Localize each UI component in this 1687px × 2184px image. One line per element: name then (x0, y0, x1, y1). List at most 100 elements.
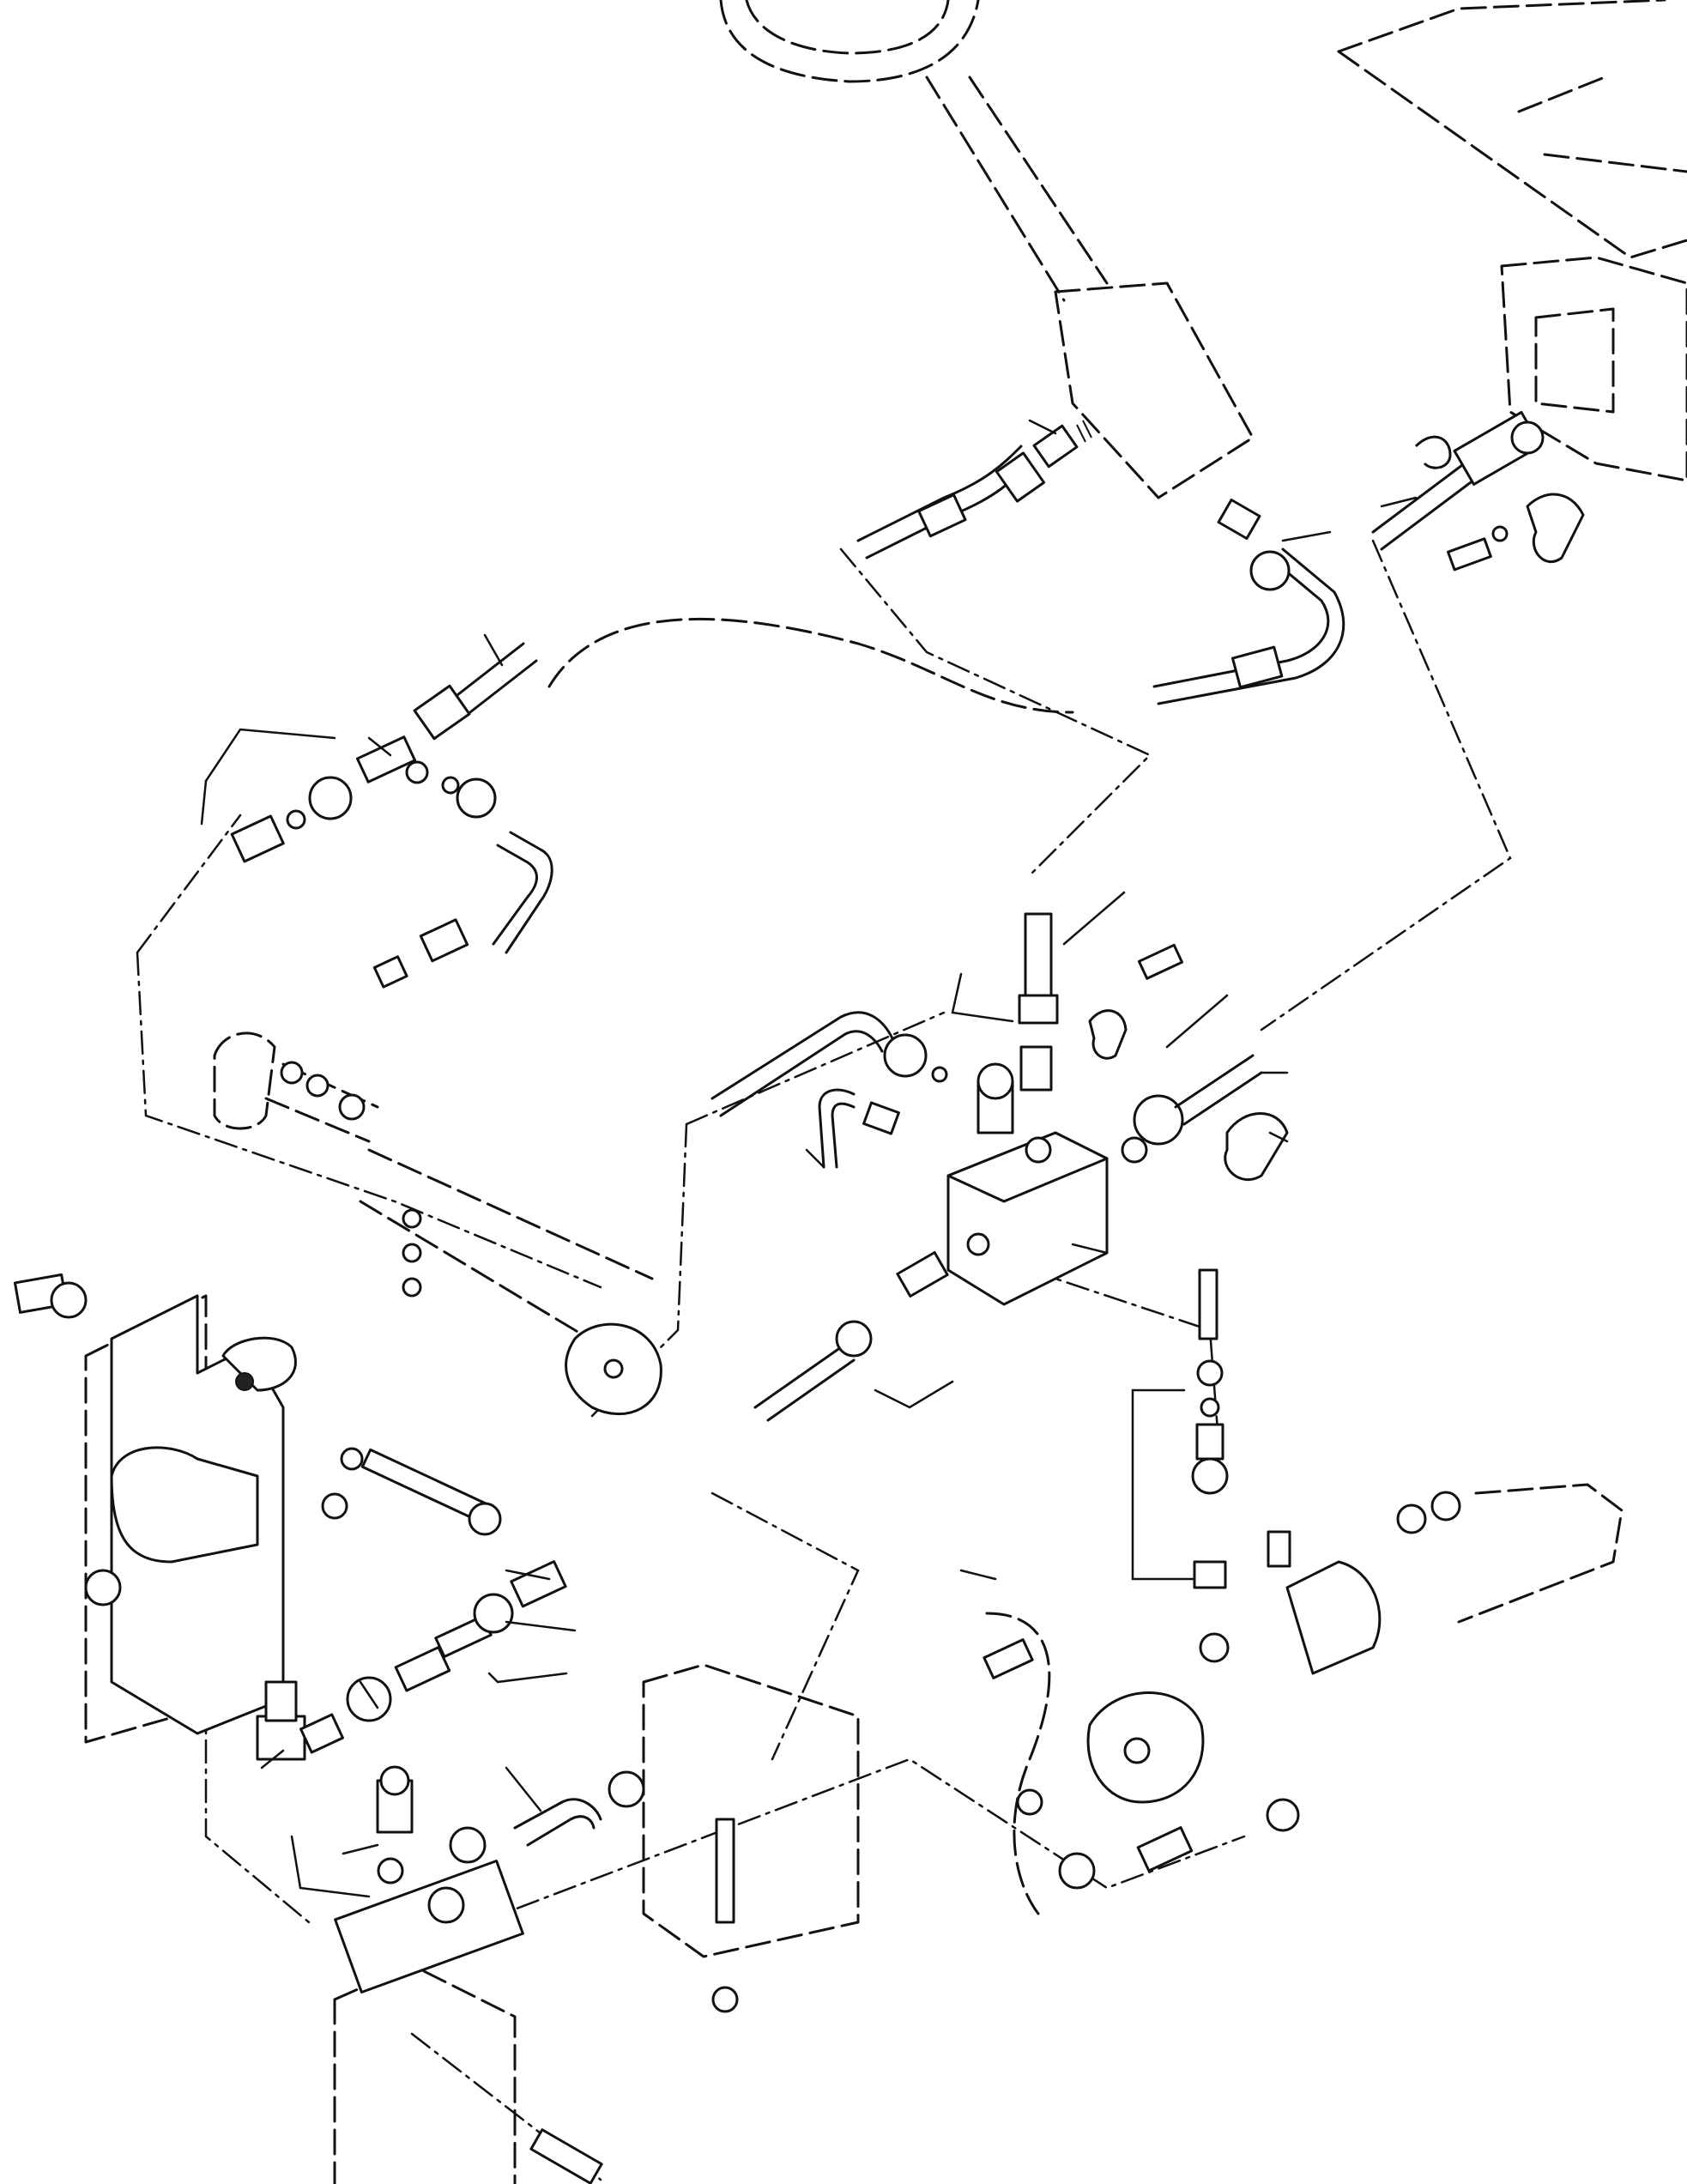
leader-14 (1071, 1243, 1109, 1255)
upper-hose-assembly (856, 420, 1092, 560)
right-fitting-stack-f (1193, 1560, 1227, 1589)
left-lower-hose-nut (608, 1770, 645, 1808)
left-lower-assembly (13, 1273, 645, 2184)
left-upper-oring-a (286, 809, 306, 830)
manifold-side-fitting (896, 1251, 949, 1298)
leader-16 (505, 1569, 551, 1581)
left-lower-check-cap (379, 1765, 410, 1796)
chain-link-e (402, 1243, 422, 1263)
right-lower-elbow (1016, 1788, 1043, 1816)
leader-2 (204, 728, 336, 783)
upper-hose-nut (995, 451, 1046, 503)
phantom-frame-line3 (1543, 153, 1687, 173)
manifold-top-nut (1018, 994, 1059, 1025)
manifold-left-elbow (710, 1011, 894, 1117)
top-right-clamp-half (1526, 493, 1585, 564)
chain-link-d (402, 1208, 422, 1229)
manifold-left-nut (883, 1033, 928, 1078)
left-elbow-side (299, 1713, 344, 1754)
mid-shaft (360, 1448, 489, 1523)
top-right-washer (1491, 525, 1509, 542)
manifold-valve-cap (977, 1062, 1014, 1100)
phantom-structure (84, 0, 1687, 2184)
phantom-return-loop (1457, 1483, 1624, 1624)
mid-oring (321, 1492, 348, 1520)
elbow-hose-nut (1249, 550, 1291, 591)
manifold-right-flange (1133, 1094, 1184, 1146)
right-top-clip (1267, 1530, 1291, 1568)
manifold-port-top (1025, 1136, 1052, 1164)
manifold-short-elbow (818, 1088, 856, 1169)
center-manifold (710, 912, 1289, 1422)
centerline-top-right (1260, 539, 1512, 1032)
left-bottom-bolt (529, 2128, 603, 2184)
phantom-hose-loop-mid (985, 1612, 1051, 1915)
right-fitting-stack-d (1195, 1423, 1224, 1461)
phantom-bottom-support (333, 1963, 517, 2184)
leader-8 (951, 972, 1014, 1023)
left-elbow-up (264, 1680, 298, 1722)
top-right-clip (1414, 435, 1452, 469)
upper-fitting-thread (1076, 420, 1092, 443)
right-cylinder-group (711, 1268, 1461, 2013)
leader-19 (260, 1749, 285, 1770)
leader-12 (1268, 1131, 1289, 1143)
centerline-left-loop (136, 814, 602, 1289)
left-upper-nut-b (456, 777, 497, 819)
phantom-tank-top-inner (745, 0, 950, 55)
leader-3 (200, 779, 208, 826)
leader-17 (505, 1620, 577, 1632)
leader-21 (290, 1835, 371, 1898)
left-lower-nut (346, 1676, 392, 1722)
manifold-top-face (946, 1131, 1109, 1203)
leader-10 (1165, 994, 1229, 1049)
left-upper-hose-nut (413, 684, 471, 741)
top-right-bolt (1447, 537, 1492, 572)
manifold-right-hose (1174, 1054, 1263, 1126)
leader-lines (200, 419, 1418, 1898)
right-stack-bracket (1131, 1388, 1194, 1581)
leader-9 (1062, 891, 1126, 946)
left-bottom-block (334, 1860, 524, 1993)
phantom-shaft (359, 1148, 654, 1358)
upper-right-elbow-hose (1152, 499, 1345, 705)
upper-left-elbow (213, 1032, 276, 1130)
left-lower-washer (377, 1857, 404, 1885)
phantom-column-right (968, 76, 1109, 285)
right-fitting-stack-a (1198, 1268, 1218, 1340)
centerline-upper-loop (839, 548, 1152, 877)
phantom-right-block (1500, 256, 1687, 482)
right-cylinder (1285, 1560, 1382, 1675)
leader-15 (874, 1380, 954, 1409)
upper-hose-sleeve (917, 493, 967, 538)
left-upper-plug (372, 955, 408, 989)
phantom-frame-top-right (1337, 0, 1666, 53)
left-nut-lower (84, 1569, 122, 1606)
right-fitting-stack-c (1200, 1397, 1220, 1418)
upper-fitting (1032, 424, 1079, 469)
leader-23 (359, 1680, 379, 1709)
right-short-tube (983, 1638, 1034, 1679)
chain-link-b (305, 1074, 330, 1098)
left-tee-port (235, 1372, 254, 1391)
leader-5 (1028, 419, 1057, 435)
leader-24 (959, 1569, 997, 1581)
left-upper-fitting-a (230, 814, 285, 863)
left-upper-tee-assembly (230, 642, 553, 989)
phantom-tank-top (719, 0, 980, 83)
right-mid-clip (1199, 1632, 1230, 1663)
left-lower-nut-b (473, 1593, 514, 1634)
manifold-lower-nut (835, 1320, 873, 1358)
manifold-short-fitting (862, 1101, 900, 1135)
elbow-hose-sleeve (1230, 645, 1284, 689)
left-lower-elbow-hose (513, 1798, 602, 1847)
manifold-right-clamp (1224, 1112, 1289, 1182)
leader-7 (1380, 496, 1418, 508)
right-vertical-bolt (715, 1818, 735, 1924)
left-upper-tube-sleeve (419, 918, 469, 963)
left-upper-tee-port (405, 760, 429, 784)
top-right-oring (1510, 420, 1545, 455)
centerlines (136, 539, 1512, 2181)
left-bottom-nut (427, 1886, 465, 1924)
